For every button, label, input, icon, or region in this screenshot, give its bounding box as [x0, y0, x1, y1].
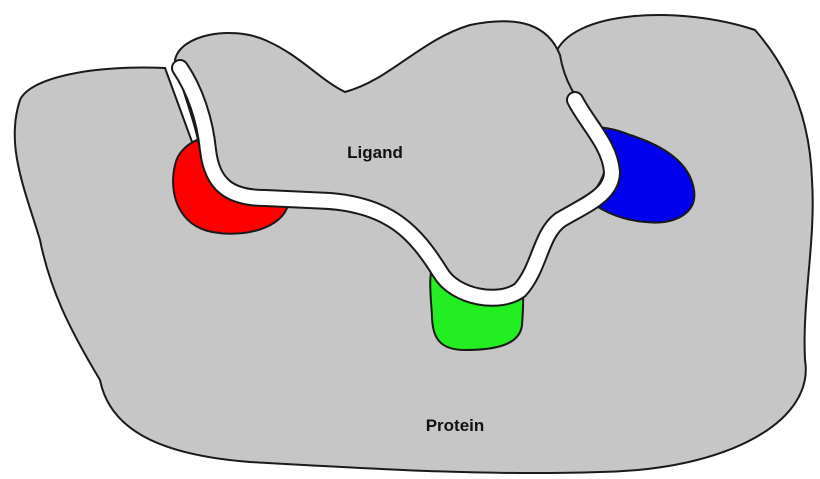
protein-label: Protein: [426, 416, 485, 435]
ligand-label: Ligand: [347, 143, 403, 162]
